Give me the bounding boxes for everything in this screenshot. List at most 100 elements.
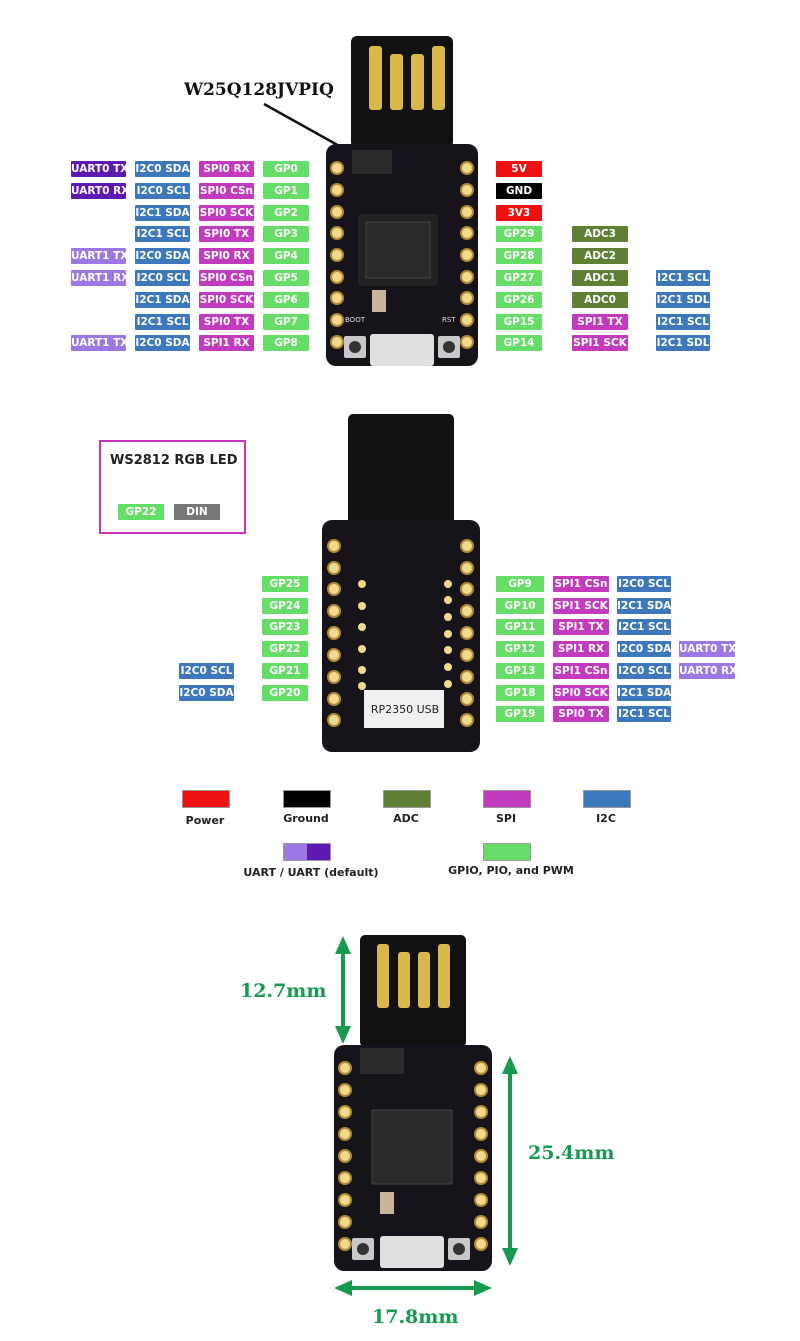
back-left-gpio-tag: GP22: [262, 641, 308, 658]
top-left-gpio-tag: GP1: [263, 182, 309, 199]
legend-swatch: [583, 790, 631, 808]
back-right-i2c-tag: I2C1 SDA: [617, 597, 671, 614]
led-din-tag: DIN: [174, 504, 220, 520]
top-left-i2c-tag: I2C0 SCL: [135, 270, 190, 286]
top-left-i2c-tag: I2C0 SDA: [135, 161, 190, 177]
back-left-i2c-tag: I2C0 SDA: [179, 684, 234, 701]
back-right-gpio-tag: GP13: [496, 662, 544, 679]
top-right-secondary-tag: SPI1 TX: [572, 313, 628, 330]
back-right-i2c-tag: I2C0 SCL: [617, 662, 671, 679]
top-left-gpio-tag: GP7: [263, 313, 309, 330]
back-right-spi-tag: SPI1 CSn: [553, 576, 609, 592]
back-board: [322, 414, 480, 752]
back-right-uart-tag: UART0 RX: [679, 662, 735, 679]
top-right-primary-tag: GP26: [496, 291, 542, 308]
chip-label: W25Q128JVPIQ: [184, 80, 334, 100]
top-left-uart-tag: UART0 TX: [71, 161, 126, 177]
legend-swatch: [283, 790, 331, 808]
rst-label: RST: [442, 316, 456, 324]
top-left-i2c-tag: I2C1 SDA: [135, 204, 190, 221]
top-right-secondary-tag: SPI1 SCK: [572, 335, 628, 352]
top-left-gpio-tag: GP0: [263, 161, 309, 177]
top-right-secondary-tag: ADC3: [572, 226, 628, 243]
top-right-i2c-tag: I2C1 SDL: [656, 291, 710, 308]
top-left-uart-tag: UART1 TX: [71, 335, 126, 352]
top-left-gpio-tag: GP6: [263, 291, 309, 308]
back-right-i2c-tag: I2C0 SDA: [617, 641, 671, 658]
top-left-spi-tag: SPI0 SCK: [199, 291, 254, 308]
back-right-gpio-tag: GP19: [496, 706, 544, 723]
top-left-spi-tag: SPI0 RX: [199, 161, 254, 177]
top-left-spi-tag: SPI0 CSn: [199, 182, 254, 199]
usb-length-label: 12.7mm: [240, 980, 327, 1002]
legend-swatch: [483, 843, 531, 861]
legend-label: Ground: [283, 812, 329, 825]
top-left-spi-tag: SPI0 SCK: [199, 204, 254, 221]
top-left-i2c-tag: I2C1 SCL: [135, 313, 190, 330]
top-board: BOOT RST: [326, 36, 478, 366]
top-right-i2c-tag: I2C1 SDL: [656, 335, 710, 352]
top-right-primary-tag: GP14: [496, 335, 542, 352]
back-right-i2c-tag: I2C1 SDA: [617, 684, 671, 701]
back-left-gpio-tag: GP23: [262, 619, 308, 636]
back-left-gpio-tag: GP24: [262, 597, 308, 614]
boot-label: BOOT: [345, 316, 366, 324]
top-right-i2c-tag: I2C1 SCL: [656, 270, 710, 286]
top-left-i2c-tag: I2C1 SCL: [135, 226, 190, 243]
board-width-label: 17.8mm: [372, 1306, 459, 1328]
top-left-spi-tag: SPI0 CSn: [199, 270, 254, 286]
back-right-uart-tag: UART0 TX: [679, 641, 735, 658]
legend-swatch: [383, 790, 431, 808]
top-left-i2c-tag: I2C0 SDA: [135, 335, 190, 352]
legend-swatch: [283, 843, 331, 861]
back-right-spi-tag: SPI1 RX: [553, 641, 609, 658]
top-left-i2c-tag: I2C0 SDA: [135, 248, 190, 265]
back-left-gpio-tag: GP21: [262, 662, 308, 679]
back-right-gpio-tag: GP12: [496, 641, 544, 658]
top-right-primary-tag: GP15: [496, 313, 542, 330]
top-right-primary-tag: GP29: [496, 226, 542, 243]
top-right-secondary-tag: ADC2: [572, 248, 628, 265]
legend-label: SPI: [495, 812, 517, 825]
top-left-i2c-tag: I2C0 SCL: [135, 182, 190, 199]
back-right-spi-tag: SPI1 CSn: [553, 662, 609, 679]
top-right-i2c-tag: I2C1 SCL: [656, 313, 710, 330]
back-right-spi-tag: SPI1 SCK: [553, 597, 609, 614]
legend-swatch: [483, 790, 531, 808]
top-left-spi-tag: SPI0 TX: [199, 226, 254, 243]
back-left-gpio-tag: GP20: [262, 684, 308, 701]
back-left-i2c-tag: I2C0 SCL: [179, 662, 234, 679]
top-right-primary-tag: 3V3: [496, 204, 542, 221]
back-right-gpio-tag: GP18: [496, 684, 544, 701]
top-left-gpio-tag: GP4: [263, 248, 309, 265]
led-title: WS2812 RGB LED: [110, 453, 238, 468]
back-right-spi-tag: SPI0 SCK: [553, 684, 609, 701]
legend-label: I2C: [596, 812, 616, 825]
dimension-board: [334, 935, 492, 1271]
back-right-i2c-tag: I2C1 SCL: [617, 619, 671, 636]
top-left-i2c-tag: I2C1 SDA: [135, 291, 190, 308]
top-left-spi-tag: SPI0 TX: [199, 313, 254, 330]
top-right-primary-tag: GP27: [496, 270, 542, 286]
top-left-gpio-tag: GP3: [263, 226, 309, 243]
legend-swatch: [182, 790, 230, 808]
back-right-i2c-tag: I2C1 SCL: [617, 706, 671, 723]
back-right-gpio-tag: GP9: [496, 576, 544, 592]
led-gpio-tag: GP22: [118, 504, 164, 520]
top-left-uart-tag: UART1 RX: [71, 270, 126, 286]
back-left-gpio-tag: GP25: [262, 576, 308, 592]
top-left-spi-tag: SPI1 RX: [199, 335, 254, 352]
back-right-i2c-tag: I2C0 SCL: [617, 576, 671, 592]
back-board-text: RP2350 USB: [370, 703, 440, 716]
top-right-primary-tag: GND: [496, 182, 542, 199]
top-left-uart-tag: UART1 TX: [71, 248, 126, 265]
top-right-secondary-tag: ADC1: [572, 270, 628, 286]
legend-label: UART / UART (default): [243, 866, 379, 879]
legend-label: Power: [185, 814, 225, 827]
top-left-spi-tag: SPI0 RX: [199, 248, 254, 265]
dimension-arrows: [334, 936, 518, 1296]
board-length-label: 25.4mm: [528, 1142, 615, 1164]
top-right-secondary-tag: ADC0: [572, 291, 628, 308]
top-right-primary-tag: 5V: [496, 161, 542, 177]
